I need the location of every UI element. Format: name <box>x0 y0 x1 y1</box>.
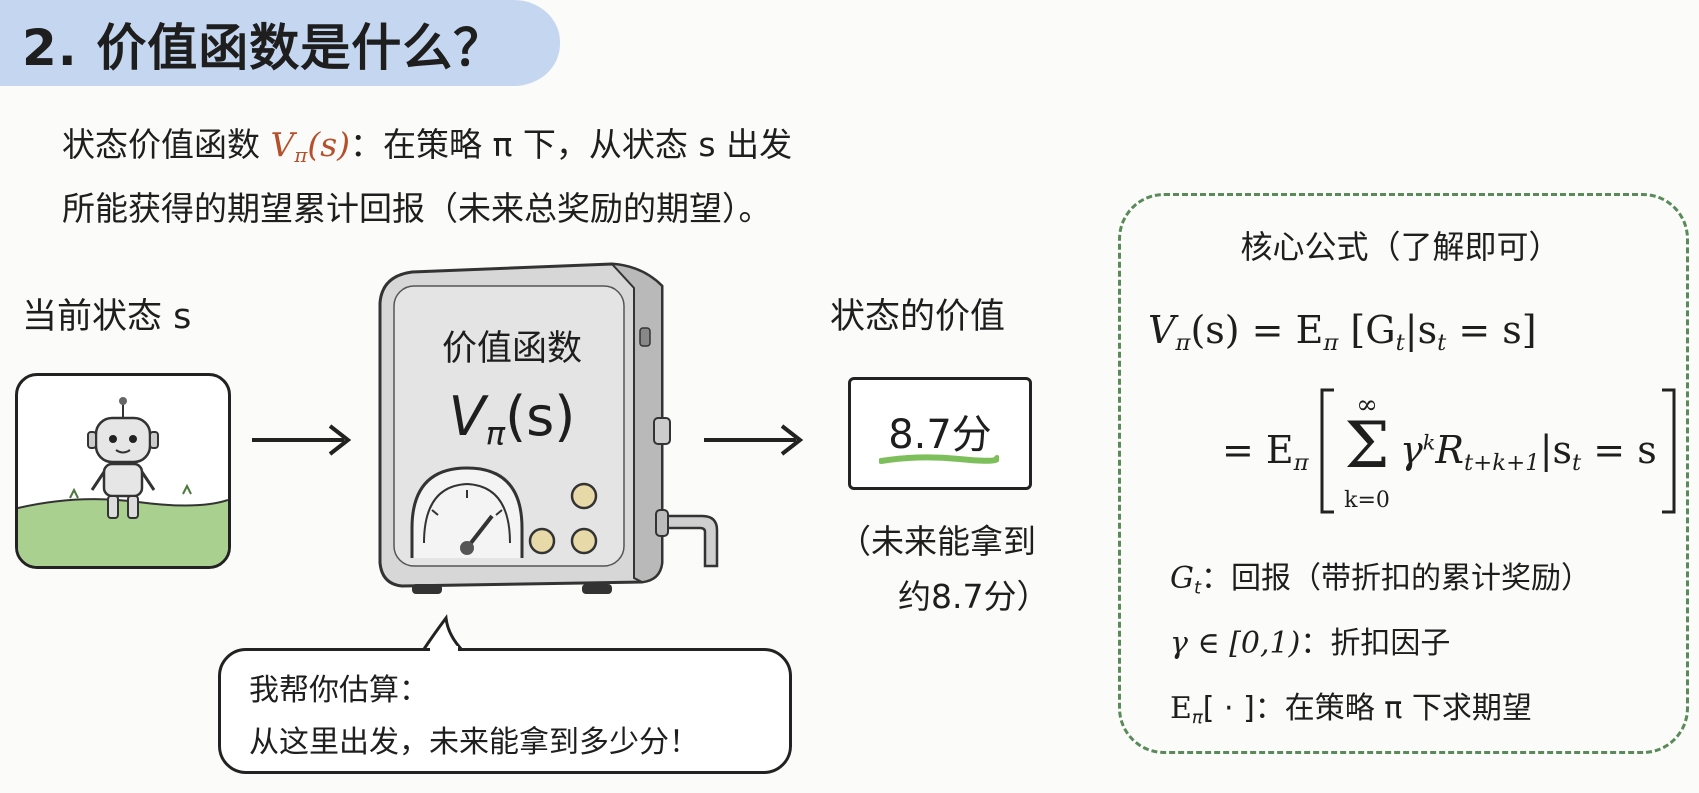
title-highlight <box>0 0 560 86</box>
intro-prefix: 状态价值函数 <box>62 125 260 164</box>
state-value-label: 状态的价值 <box>830 297 1006 337</box>
knob-icons <box>528 482 598 555</box>
formula-panel <box>1118 193 1689 754</box>
bubble-line-1: 我帮你估算： <box>249 673 429 708</box>
score-box: 8.7分 <box>848 377 1032 490</box>
bubble-line-2: 从这里出发，未来能拿到多少分！ <box>249 725 699 760</box>
panel-title: 核心公式（了解即可） <box>1240 228 1561 266</box>
robot-icon <box>18 397 228 566</box>
gauge-icon <box>410 466 524 558</box>
machine-formula: Vπ(s) <box>448 385 576 453</box>
intro-line-1: 状态价值函数 Vπ(s)：在策略 π 下，从状态 s 出发 <box>62 118 792 167</box>
value-function-symbol: Vπ(s) <box>270 125 351 167</box>
right-bracket <box>1662 388 1676 514</box>
current-state-label: 当前状态 s <box>22 297 192 337</box>
sigma-symbol: Σ <box>1344 409 1390 483</box>
formula-line-2-body: γkRt+k+1|st = s <box>1400 428 1657 476</box>
bubble-tail <box>420 614 466 654</box>
score-value: 8.7分 <box>888 412 992 458</box>
legend-row-expectation: Eπ[ · ]：在策略 π 下求期望 <box>1170 691 1532 729</box>
legend-row-gt: Gt：回报（带折扣的累计奖励） <box>1170 561 1592 599</box>
machine-title: 价值函数 <box>441 329 582 369</box>
formula-line-2-eq: = Eπ <box>1222 428 1309 476</box>
left-bracket <box>1320 388 1334 514</box>
score-note-line-1: （未来能拿到 <box>838 522 1036 561</box>
intro-suffix: ：在策略 π 下，从状态 s 出发 <box>350 125 793 164</box>
arrow-to-machine-icon <box>252 424 352 456</box>
sum-lower: k=0 <box>1344 488 1390 513</box>
score-underline <box>879 454 999 464</box>
speech-bubble: 我帮你估算： 从这里出发，未来能拿到多少分！ <box>218 648 792 774</box>
arrow-to-value-icon <box>704 424 804 456</box>
formula-line-1: Vπ(s) = Eπ [Gt|st = s] <box>1148 308 1537 356</box>
sum-upper: ∞ <box>1356 390 1378 420</box>
score-note-line-2: 约8.7分） <box>898 577 1050 616</box>
intro-line-2: 所能获得的期望累计回报（未来总奖励的期望）。 <box>62 189 772 228</box>
robot-card <box>15 373 231 569</box>
spout-icon <box>655 509 719 568</box>
legend-row-gamma: γ ∈ [0,1)：折扣因子 <box>1170 626 1451 661</box>
page-title: 2. 价值函数是什么？ <box>22 19 505 77</box>
value-function-machine <box>378 262 719 594</box>
